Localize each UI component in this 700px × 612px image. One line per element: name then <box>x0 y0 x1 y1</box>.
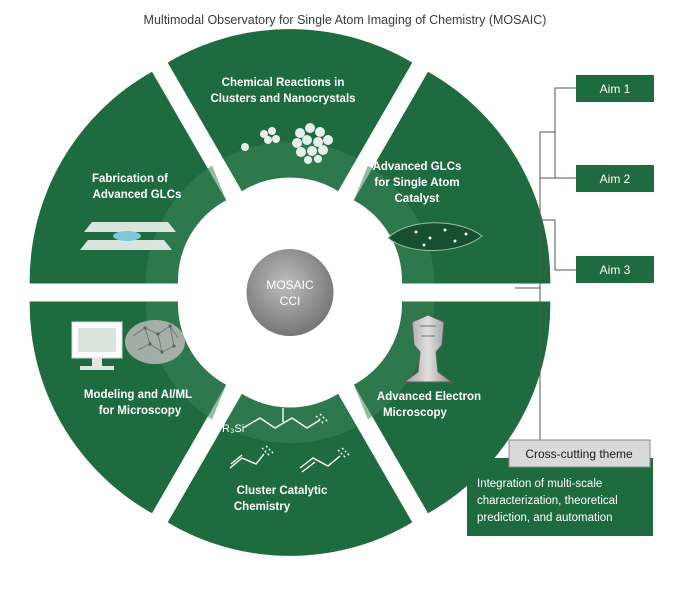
aim-2-label: Aim 2 <box>600 172 631 186</box>
aim-1-label: Aim 1 <box>600 82 631 96</box>
aim-3-label: Aim 3 <box>600 263 631 277</box>
cross-cutting-body-line1: Integration of multi-scale <box>477 478 602 490</box>
chem-label-h: H <box>279 395 287 407</box>
cross-cutting-title: Cross-cutting theme <box>525 447 633 461</box>
chemical-reactions-title-line1: Chemical Reactions in <box>222 77 345 89</box>
brain-network-icon <box>125 320 185 364</box>
molecule-structures-icon <box>229 408 351 473</box>
aim-box-1: Aim 1 <box>576 75 654 102</box>
graphene-sheet-icon <box>387 222 483 252</box>
fabrication-title-line1: Fabrication of <box>92 173 168 185</box>
pi-label-chen-right: Chen <box>341 238 369 250</box>
aim-box-2: Aim 2 <box>576 165 654 192</box>
cross-cutting-panel: Cross-cutting theme Integration of multi… <box>467 439 653 536</box>
segment-chemical-reactions <box>167 29 413 192</box>
segment-cluster-catalytic <box>167 393 413 556</box>
pi-label-chen-left: Chen <box>194 326 222 338</box>
chemical-reactions-title-line2: Clusters and Nanocrystals <box>210 93 355 105</box>
advanced-glcs-title-line2: for Single Atom <box>374 177 459 189</box>
pi-label-park: Park <box>196 237 221 249</box>
electron-microscopy-title-line2: Microscopy <box>383 407 448 419</box>
advanced-glcs-title-line3: Catalyst <box>395 193 440 205</box>
chem-label-r3si: R₃Si <box>222 423 244 435</box>
computer-icon <box>71 321 123 370</box>
cross-cutting-body-line3: prediction, and automation <box>477 512 613 524</box>
diagram-title: Multimodal Observatory for Single Atom I… <box>144 13 547 27</box>
pi-label-girolami: Girolami <box>260 371 305 383</box>
nanocluster-icon <box>241 123 333 164</box>
pi-label-alivisatos: Alivisatos <box>256 197 308 209</box>
center-label-line1: MOSAIC <box>266 278 314 292</box>
center-label-line2: CCI <box>280 294 301 308</box>
advanced-glcs-title-line1: Advanced GLCs <box>373 161 462 173</box>
electron-microscopy-title-line1: Advanced Electron <box>377 391 481 403</box>
cross-cutting-body-line2: characterization, theoretical <box>477 495 618 507</box>
modeling-title-line1: Modeling and AI/ML <box>84 389 192 401</box>
pi-label-kim: Kim <box>343 326 364 338</box>
cluster-catalytic-title-line1: Cluster Catalytic <box>237 485 328 497</box>
aim-box-3: Aim 3 <box>576 256 654 283</box>
fabrication-title-line2: Advanced GLCs <box>93 189 182 201</box>
liquid-cell-icon <box>80 222 176 250</box>
center-circle <box>243 246 337 339</box>
microscope-column-icon <box>402 314 454 383</box>
modeling-title-line2: for Microscopy <box>99 405 182 417</box>
aim-connector-lines <box>515 87 576 460</box>
cluster-catalytic-title-line2: Chemistry <box>234 501 291 513</box>
